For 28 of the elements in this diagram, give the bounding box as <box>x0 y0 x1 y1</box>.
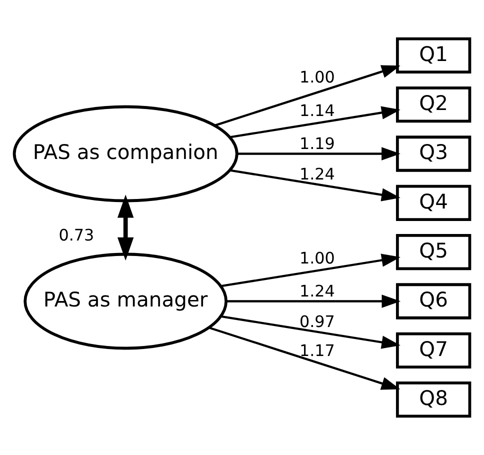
node-box: Q7 <box>396 332 472 368</box>
arrow <box>230 169 400 202</box>
edge-label: 1.00 <box>299 248 335 268</box>
node-ellipse: PAS as companion <box>12 105 238 202</box>
arrow <box>220 315 400 349</box>
arrow <box>230 106 400 138</box>
arrow <box>220 254 400 288</box>
node-box: Q5 <box>396 234 472 270</box>
node-box: Q4 <box>396 184 472 221</box>
node-ellipse: PAS as manager <box>24 252 228 350</box>
node-box: Q1 <box>396 37 472 74</box>
edge-label: 0.73 <box>58 225 94 244</box>
edge-label: 0.97 <box>299 312 335 331</box>
arrow <box>208 326 400 390</box>
arrow <box>237 147 400 160</box>
arrow <box>214 65 400 126</box>
edge-label: 1.19 <box>299 134 335 154</box>
edge-label: 1.24 <box>299 282 335 301</box>
edge-label: 1.14 <box>299 100 335 120</box>
node-box: Q6 <box>396 283 472 320</box>
edge-label: 1.00 <box>299 68 335 87</box>
node-box: Q8 <box>396 382 472 418</box>
node-box: Q2 <box>396 86 472 123</box>
arrow <box>226 294 401 308</box>
edge-label: 1.24 <box>299 164 335 184</box>
node-box: Q3 <box>396 136 472 172</box>
arrow <box>117 194 134 261</box>
edge-label: 1.17 <box>299 340 335 360</box>
